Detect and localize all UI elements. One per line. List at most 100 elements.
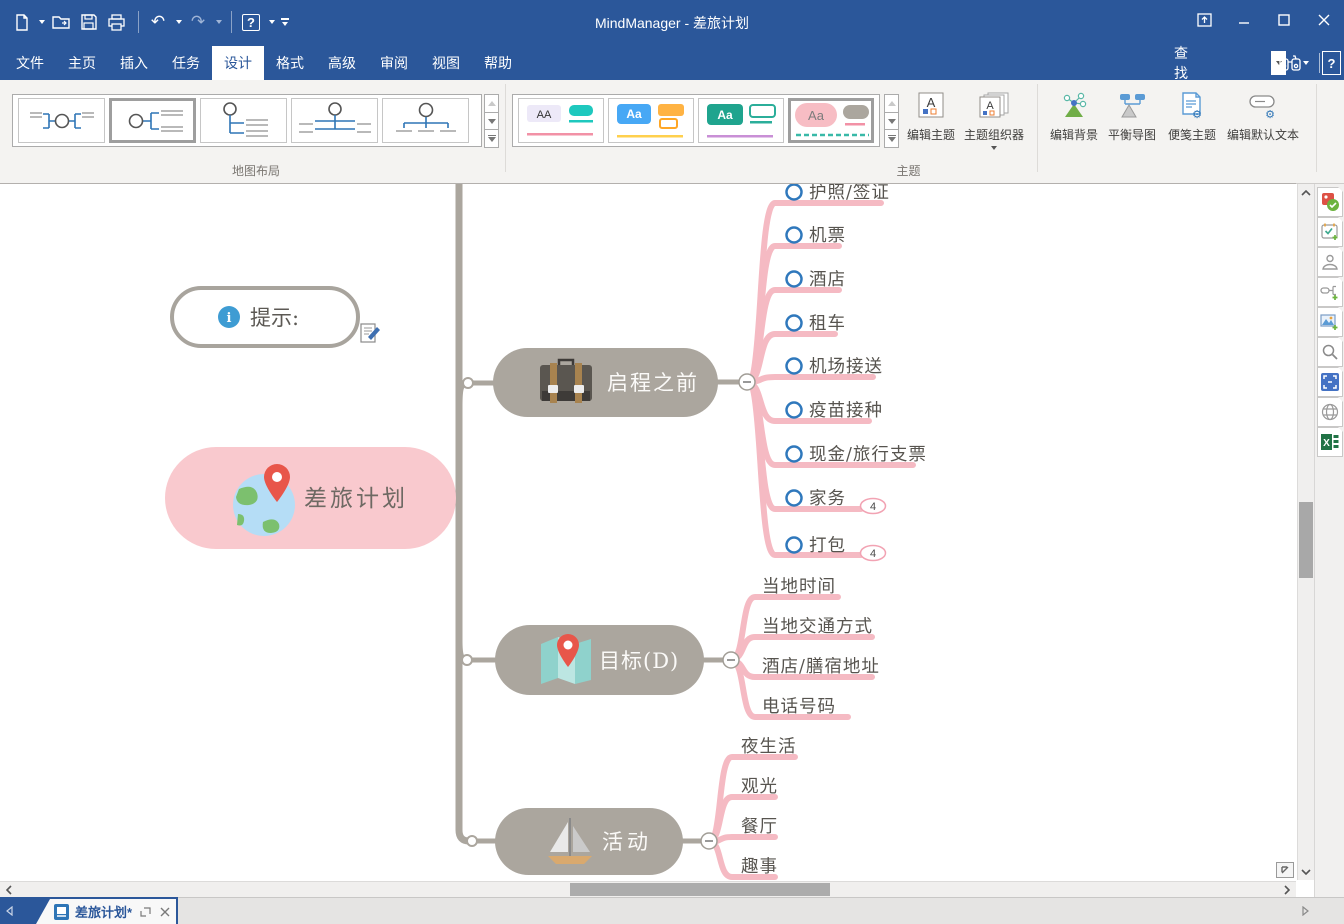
tab-review[interactable]: 审阅 <box>380 55 408 71</box>
subtopic[interactable]: 电话号码 <box>762 697 836 717</box>
vertical-scrollbar[interactable] <box>1297 184 1314 880</box>
tab-task[interactable]: 任务 <box>172 55 200 71</box>
subtopic[interactable]: 酒店 <box>785 270 847 290</box>
dock-icon[interactable] <box>1184 0 1224 40</box>
open-icon[interactable] <box>48 9 74 35</box>
image-add-icon[interactable] <box>1317 307 1343 337</box>
tab-insert[interactable]: 插入 <box>120 55 148 71</box>
floating-topic-tip[interactable]: i 提示: <box>170 286 380 348</box>
balance-map-button[interactable]: 平衡导图 <box>1104 92 1160 143</box>
calendar-add-icon[interactable] <box>1317 217 1343 247</box>
main-topic-2[interactable]: 目标(D) <box>495 625 704 695</box>
print-icon[interactable] <box>104 9 130 35</box>
tab-scroll-left-icon[interactable] <box>2 901 16 921</box>
subtopic[interactable]: 疫苗接种 <box>785 401 884 421</box>
theme-thumb-2[interactable]: Aa <box>607 98 694 143</box>
quick-help-icon[interactable]: ? <box>1322 51 1341 75</box>
new-document-icon[interactable] <box>8 9 34 35</box>
edit-theme-button[interactable]: A 编辑主题 <box>904 92 958 143</box>
theme-gallery-down-icon[interactable] <box>884 111 899 131</box>
subtopic[interactable]: 打包 <box>785 536 847 556</box>
tab-home[interactable]: 主页 <box>68 55 96 71</box>
theme-thumb-3[interactable]: Aa <box>697 98 784 143</box>
find-dropdown[interactable] <box>1271 51 1286 75</box>
theme-gallery-up-icon[interactable] <box>884 94 899 113</box>
theme-organizer-button[interactable]: A 主题组织器 <box>960 92 1028 150</box>
central-topic[interactable]: 差旅计划 <box>165 447 456 549</box>
subtopic[interactable]: 租车 <box>785 314 847 334</box>
theme-thumb-4-selected[interactable]: Aa <box>787 98 874 143</box>
search-icon[interactable] <box>1317 337 1343 367</box>
help-dropdown-icon[interactable] <box>269 20 275 24</box>
tab-scroll-right-icon[interactable] <box>1298 901 1312 921</box>
gallery-up-icon[interactable] <box>484 94 499 113</box>
layout-split-tree[interactable] <box>291 98 378 143</box>
subtopic[interactable]: 观光 <box>741 777 778 797</box>
theme-gallery-more-icon[interactable] <box>884 129 899 149</box>
fit-map-icon[interactable] <box>1317 367 1343 397</box>
restore-tab-icon[interactable] <box>140 906 151 917</box>
close-tab-icon[interactable] <box>160 907 170 917</box>
subtopic[interactable]: 家务 <box>785 489 847 509</box>
subtopic[interactable]: 酒店/膳宿地址 <box>762 657 880 677</box>
horizontal-scrollbar-thumb[interactable] <box>570 883 830 896</box>
undo-icon[interactable]: ↶ <box>150 12 166 31</box>
fit-view-button[interactable] <box>1276 862 1294 878</box>
binoculars-icon[interactable] <box>1279 53 1312 73</box>
horizontal-scrollbar[interactable] <box>0 881 1296 897</box>
edit-background-button[interactable]: 编辑背景 <box>1046 92 1102 143</box>
save-icon[interactable] <box>76 9 102 35</box>
resource-icon[interactable] <box>1317 247 1343 277</box>
customize-qat-icon[interactable] <box>278 9 292 35</box>
main-topic-1[interactable]: 启程之前 <box>493 348 718 417</box>
subtopic[interactable]: 机票 <box>785 226 847 246</box>
close-icon[interactable] <box>1304 0 1344 40</box>
main-topic-3[interactable]: 活动 <box>495 808 683 875</box>
new-dropdown-icon[interactable] <box>39 20 45 24</box>
scroll-down-icon[interactable] <box>1298 863 1314 880</box>
tab-view[interactable]: 视图 <box>432 55 460 71</box>
mind-map: i 提示: 差旅计划 <box>165 184 927 880</box>
theme-organizer-dropdown-icon[interactable] <box>991 146 997 150</box>
undo-dropdown-icon[interactable] <box>176 20 182 24</box>
gallery-more-icon[interactable] <box>484 129 499 149</box>
collapse-button-3[interactable] <box>700 832 718 850</box>
scroll-up-icon[interactable] <box>1298 184 1314 201</box>
layout-tree-right[interactable] <box>200 98 287 143</box>
tab-file[interactable]: 文件 <box>16 55 44 71</box>
minimize-icon[interactable] <box>1224 0 1264 40</box>
tab-help[interactable]: 帮助 <box>484 55 512 71</box>
subtopic[interactable]: 夜生活 <box>741 737 797 757</box>
scroll-right-icon[interactable] <box>1278 882 1295 898</box>
subtopic[interactable]: 护照/签证 <box>785 184 890 203</box>
redo-dropdown-icon[interactable] <box>216 20 222 24</box>
layout-org-chart[interactable] <box>382 98 469 143</box>
subtopic[interactable]: 趣事 <box>741 857 778 877</box>
web-icon[interactable] <box>1317 397 1343 427</box>
collapse-button-2[interactable] <box>722 651 740 669</box>
help-icon[interactable]: ? <box>238 9 264 35</box>
task-info-icon[interactable] <box>1317 187 1343 217</box>
subtopic[interactable]: 当地时间 <box>762 577 836 597</box>
note-icon[interactable] <box>360 323 380 343</box>
tab-format[interactable]: 格式 <box>276 55 304 71</box>
add-topic-icon[interactable] <box>1317 277 1343 307</box>
vertical-scrollbar-thumb[interactable] <box>1299 502 1313 578</box>
notes-theme-button[interactable]: ⚙ 便笺主题 <box>1164 92 1220 143</box>
layout-right-map[interactable] <box>109 98 196 143</box>
subtopic[interactable]: 机场接送 <box>785 357 884 377</box>
theme-thumb-1[interactable]: AA <box>518 98 604 143</box>
excel-icon[interactable]: X <box>1317 427 1343 457</box>
scroll-left-icon[interactable] <box>0 882 17 898</box>
subtopic[interactable]: 当地交通方式 <box>762 617 873 637</box>
layout-radial-map[interactable] <box>18 98 105 143</box>
gallery-down-icon[interactable] <box>484 111 499 131</box>
collapse-button-1[interactable] <box>738 373 756 391</box>
edit-default-text-button[interactable]: ⚙ 编辑默认文本 <box>1224 92 1302 143</box>
document-tab[interactable]: 差旅计划* <box>36 899 176 924</box>
tab-design[interactable]: 设计 <box>212 46 264 80</box>
subtopic[interactable]: 现金/旅行支票 <box>785 445 927 465</box>
maximize-icon[interactable] <box>1264 0 1304 40</box>
tab-advanced[interactable]: 高级 <box>328 55 356 71</box>
subtopic[interactable]: 餐厅 <box>741 817 778 837</box>
